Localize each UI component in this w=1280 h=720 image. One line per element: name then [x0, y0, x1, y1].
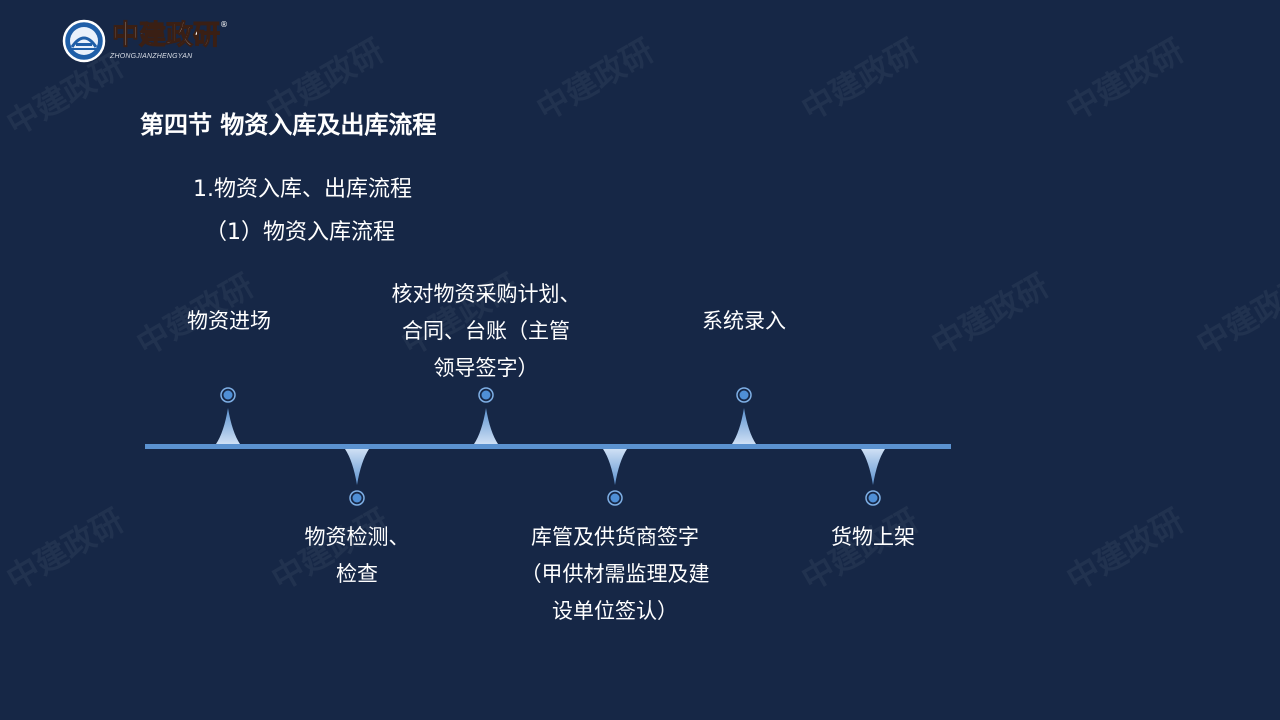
company-logo — [62, 19, 106, 63]
step-2-line-1: 物资检测、 — [304, 525, 410, 549]
timeline-node — [216, 387, 240, 444]
step-4-line-2: （甲供材需监理及建 — [520, 562, 710, 586]
step-label-5: 系统录入 — [664, 303, 824, 340]
step-3-line-1: 核对物资采购计划、 — [391, 282, 581, 306]
step-2-line-2: 检查 — [336, 562, 378, 586]
step-1-line-1: 物资进场 — [187, 309, 271, 333]
logo-subtext: ZHONGJIANZHENGYAN — [110, 53, 193, 60]
step-label-1: 物资进场 — [149, 303, 309, 340]
subtitle-2: （1）物资入库流程 — [205, 220, 395, 245]
step-label-3: 核对物资采购计划、 合同、台账（主管 领导签字） — [366, 276, 606, 387]
timeline-bar — [145, 444, 951, 449]
step-5-line-1: 系统录入 — [702, 309, 786, 333]
step-4-line-3: 设单位签认） — [552, 599, 678, 623]
timeline-node — [603, 449, 627, 506]
step-6-line-1: 货物上架 — [831, 525, 915, 549]
step-label-6: 货物上架 — [793, 519, 953, 556]
section-title: 第四节 物资入库及出库流程 — [140, 111, 437, 139]
step-3-line-3: 领导签字） — [433, 356, 539, 380]
timeline-node — [732, 387, 756, 444]
logo-text: 中建政研 — [112, 20, 221, 52]
timeline-node — [474, 387, 498, 444]
step-3-line-2: 合同、台账（主管 — [402, 319, 570, 343]
step-label-4: 库管及供货商签字 （甲供材需监理及建 设单位签认） — [495, 519, 735, 630]
step-4-line-1: 库管及供货商签字 — [531, 525, 699, 549]
subtitle-1: 1.物资入库、出库流程 — [193, 177, 412, 202]
timeline-node — [861, 449, 885, 506]
registered-mark: ® — [220, 20, 228, 29]
timeline-node — [345, 449, 369, 506]
step-label-2: 物资检测、 检查 — [277, 519, 437, 593]
